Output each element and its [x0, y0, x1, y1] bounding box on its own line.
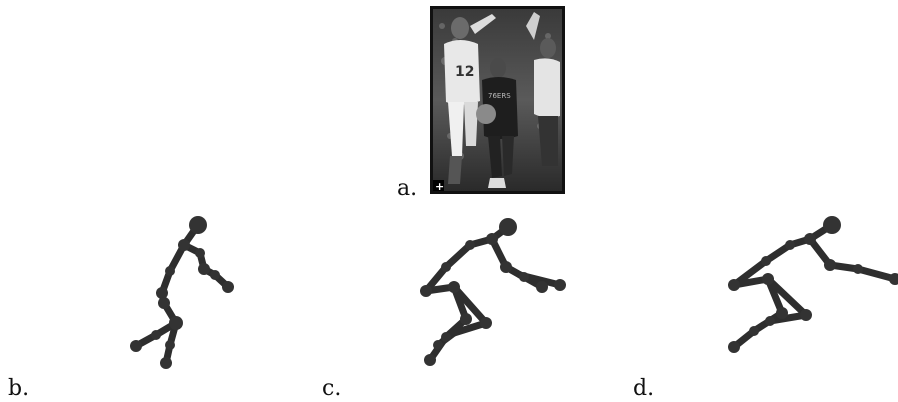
photo-badge-box: [433, 180, 444, 191]
photo-badge: +: [435, 180, 444, 193]
skeleton-c: [420, 218, 566, 366]
basketball-photo: 12 76ERS +: [430, 6, 565, 194]
skeleton-d-joints: [728, 216, 898, 353]
svg-text:12: 12: [455, 64, 474, 80]
skeleton-b-joints: [130, 216, 234, 369]
right-player: [526, 12, 560, 166]
left-player: 12: [444, 14, 496, 184]
skeleton-c-joints: [420, 218, 566, 366]
panel-label-d: d.: [633, 376, 655, 401]
skeleton-b: [130, 216, 234, 369]
panel-label-a: a.: [397, 176, 418, 201]
skeleton-d: [728, 216, 898, 353]
panel-label-c: c.: [322, 376, 342, 401]
panel-label-b: b.: [8, 376, 30, 401]
center-player: 76ERS: [476, 58, 518, 188]
svg-text:76ERS: 76ERS: [488, 92, 511, 100]
